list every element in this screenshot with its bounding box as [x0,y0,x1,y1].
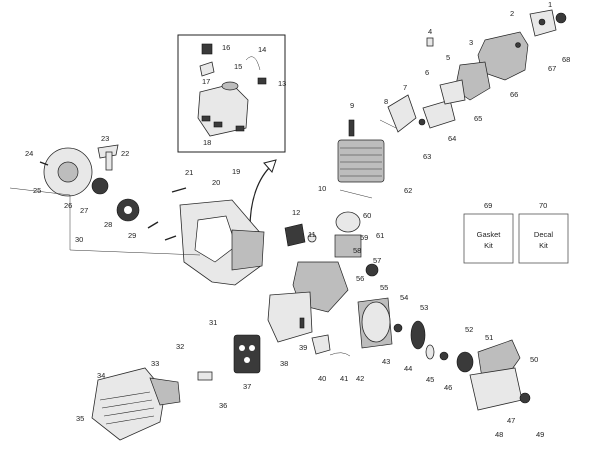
callout-55: 55 [380,283,388,292]
callout-40: 40 [318,374,326,383]
callout-43: 43 [382,357,390,366]
callout-57: 57 [373,256,381,265]
callout-10: 10 [318,184,326,193]
piston-crank-assembly [334,189,379,277]
callout-1: 1 [548,0,552,9]
callout-66: 66 [510,90,518,99]
callout-6: 6 [425,68,429,77]
callout-60: 60 [363,211,371,220]
callout-23: 23 [101,134,109,143]
fan-housing [179,199,265,286]
callout-38: 38 [280,359,288,368]
callout-67: 67 [548,64,556,73]
gasket-kit-box: Gasket Kit [463,213,514,264]
decal-kit-box: Decal Kit [518,213,569,264]
callout-37: 37 [243,382,251,391]
clutch-assembly [357,297,449,361]
callout-62: 62 [404,186,412,195]
callout-58: 58 [353,246,361,255]
callout-35: 35 [76,414,84,423]
callout-5: 5 [446,53,450,62]
callout-30: 30 [75,235,83,244]
pointer-arrowhead [263,159,277,173]
callout-33: 33 [151,359,159,368]
callout-19: 19 [232,167,240,176]
callout-25: 25 [33,186,41,195]
callout-53: 53 [420,303,428,312]
callout-16: 16 [222,43,230,52]
screws-left [39,161,187,241]
callout-4: 4 [428,27,432,36]
callout-7: 7 [403,83,407,92]
callout-45: 45 [426,375,434,384]
callout-41: 41 [340,374,348,383]
callout-32: 32 [176,342,184,351]
callout-36: 36 [219,401,227,410]
callout-29: 29 [128,231,136,240]
callout-labels: 1234567891011121314151617181920212223242… [25,0,570,439]
callout-20: 20 [212,178,220,187]
callout-27: 27 [80,206,88,215]
gasket-kit-line1: Gasket [477,230,502,239]
callout-48: 48 [495,430,503,439]
callout-44: 44 [404,364,412,373]
pointer-arrow [249,164,273,229]
gasket-kit-line2: Kit [484,241,494,250]
engine-cylinder [337,139,385,183]
callout-59: 59 [360,233,368,242]
callout-15: 15 [234,62,242,71]
callout-28: 28 [104,220,112,229]
fuel-tank-parts [197,43,267,137]
callout-12: 12 [292,208,300,217]
spark-plug [348,119,397,137]
ignition-coil [284,223,317,247]
callout-46: 46 [444,383,452,392]
callout-64: 64 [448,134,456,143]
callout-8: 8 [384,97,388,106]
callout-63: 63 [423,152,431,161]
callout-54: 54 [400,293,408,302]
callout-13: 13 [278,79,286,88]
callout-50: 50 [530,355,538,364]
gearhead-assembly [456,339,531,411]
top-cover-assembly [477,9,567,81]
callout-31: 31 [209,318,217,327]
callout-bracket-30 [9,187,201,256]
callout-39: 39 [299,343,307,352]
callout-11: 11 [308,230,316,239]
callout-49: 49 [536,430,544,439]
callout-24: 24 [25,149,33,158]
callout-51: 51 [485,333,493,342]
muffler-assembly [91,367,181,441]
decal-kit-line2: Kit [539,241,549,250]
callout-56: 56 [356,274,364,283]
carburetor-assembly [418,37,491,129]
callout-2: 2 [510,9,514,18]
callout-52: 52 [465,325,473,334]
callout-18: 18 [203,138,211,147]
intake-gasket [387,94,417,133]
inset-box [177,34,286,153]
callout-3: 3 [469,38,473,47]
callout-42: 42 [356,374,364,383]
callout-70: 70 [539,201,547,210]
callout-69: 69 [484,201,492,210]
air-filter-assembly [197,291,313,381]
callout-34: 34 [97,371,105,380]
callout-26: 26 [64,201,72,210]
recoil-starter [43,144,140,222]
callout-61: 61 [376,231,384,240]
decal-kit-line1: Decal [534,230,554,239]
callout-21: 21 [185,168,193,177]
callout-47: 47 [507,416,515,425]
callout-14: 14 [258,45,266,54]
callout-65: 65 [474,114,482,123]
callout-17: 17 [202,77,210,86]
callout-9: 9 [350,101,354,110]
primer-and-lines [299,317,351,357]
callout-68: 68 [562,55,570,64]
callout-22: 22 [121,149,129,158]
